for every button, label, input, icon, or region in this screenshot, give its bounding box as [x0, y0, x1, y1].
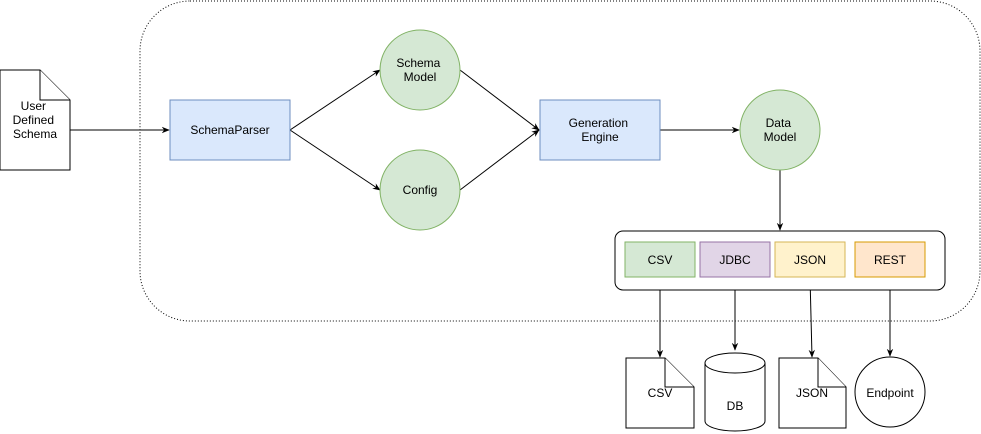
database-icon: [704, 363, 766, 432]
svg-text:Generation Engine: Generation Engine: [569, 116, 632, 144]
jdbc-adapter-label: JDBC: [719, 253, 751, 267]
json-file-target: JSON: [778, 357, 847, 429]
doc-input-line-3: Schema: [13, 127, 57, 141]
doc-input-line-1: User: [21, 99, 46, 113]
db-label: DB: [727, 399, 744, 413]
data-model-line-2: Model: [764, 130, 797, 144]
edge-config-to-engine: [459, 129, 540, 191]
config-label: Config: [403, 183, 438, 197]
svg-text:Schema Model: Schema Model: [396, 56, 443, 84]
schema-model-line-1: Schema: [396, 56, 440, 70]
db-target: DB: [704, 352, 766, 432]
data-model-line-1: Data: [766, 116, 792, 130]
schema-parser-label: SchemaParser: [190, 123, 269, 137]
doc-input-line-2: Defined: [13, 113, 54, 127]
json-adapter: JSON: [774, 241, 846, 278]
svg-text:Data Model: Data Model: [764, 116, 797, 144]
user-defined-schema-doc: User Defined Schema: [0, 69, 71, 171]
edges: [70, 69, 894, 358]
csv-adapter: CSV: [624, 241, 696, 278]
svg-text:User Defined Schem: User Defined Schema: [13, 99, 58, 141]
csv-file-target: CSV: [625, 357, 695, 429]
csv-adapter-label: CSV: [648, 253, 673, 267]
jdbc-adapter: JDBC: [699, 241, 771, 278]
schema-model-node: Schema Model: [379, 29, 461, 111]
data-model-node: Data Model: [739, 89, 821, 171]
engine-line-1: Generation: [569, 116, 628, 130]
json-file-label: JSON: [796, 386, 828, 400]
edge-parser-to-config: [289, 129, 381, 191]
endpoint-label: Endpoint: [866, 386, 914, 400]
rest-adapter-label: REST: [874, 253, 907, 267]
edge-schema-model-to-engine: [459, 69, 540, 131]
config-node: Config: [379, 149, 461, 231]
engine-line-2: Engine: [581, 130, 619, 144]
generation-engine-node: Generation Engine: [539, 99, 661, 161]
output-adapters: CSV JDBC JSON REST: [614, 230, 946, 291]
endpoint-target: Endpoint: [854, 356, 926, 428]
schema-model-line-2: Model: [404, 70, 437, 84]
schema-parser-node: SchemaParser: [169, 99, 291, 161]
system-boundary: [139, 0, 981, 322]
json-adapter-label: JSON: [794, 253, 826, 267]
edge-parser-to-schema-model: [289, 69, 381, 131]
rest-adapter: REST: [854, 241, 926, 278]
csv-file-label: CSV: [648, 386, 673, 400]
